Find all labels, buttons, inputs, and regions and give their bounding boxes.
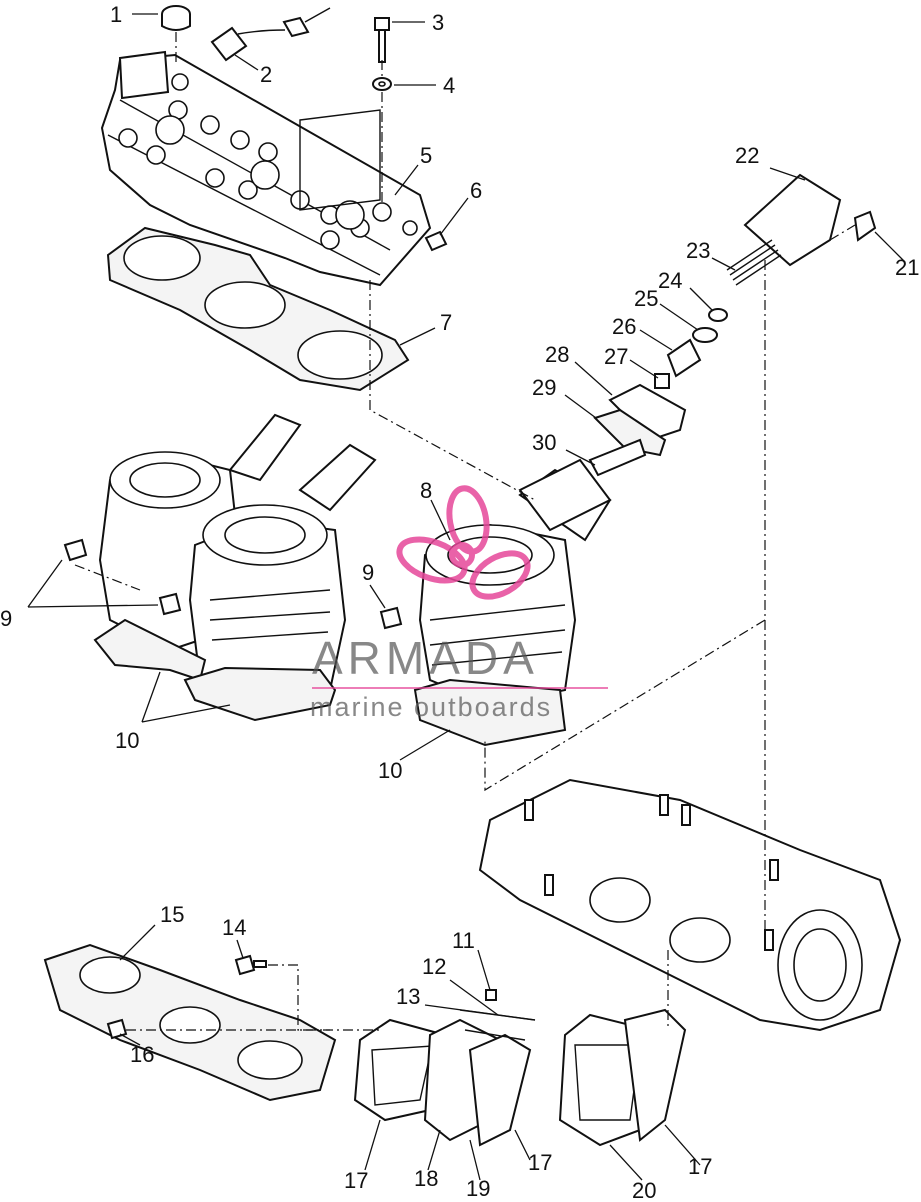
- manifold-bolt: [234, 954, 267, 976]
- callout-21: 21: [895, 255, 919, 280]
- valve-washer-24: [708, 308, 728, 322]
- assembly-lines: [74, 32, 856, 1031]
- cylinder-head: [100, 50, 432, 287]
- watermark-tagline: marine outboards: [310, 692, 552, 722]
- valve-clip: [654, 373, 670, 389]
- callout-25: 25: [634, 286, 658, 311]
- callout-19: 19: [466, 1176, 490, 1201]
- callout-26: 26: [612, 314, 636, 339]
- callout-17-mid: 17: [528, 1150, 552, 1175]
- washer: [372, 77, 392, 91]
- callout-17-left: 17: [344, 1168, 368, 1193]
- head-nut: [424, 230, 448, 252]
- cylinder-block-left: [98, 413, 377, 707]
- crankcase: [478, 778, 902, 1032]
- valve-cover-screw: [853, 210, 877, 242]
- callout-14: 14: [222, 915, 246, 940]
- callout-10-left: 10: [115, 728, 139, 753]
- valve-ring-25: [692, 327, 718, 343]
- head-gasket: [106, 226, 410, 392]
- callout-24: 24: [658, 268, 682, 293]
- temperature-sensor: [171, 7, 331, 91]
- callout-9-right: 9: [362, 560, 374, 585]
- callout-28: 28: [545, 342, 569, 367]
- leader-lines: [27, 13, 906, 1181]
- cylinder-nut-b: [379, 606, 403, 630]
- callout-13: 13: [396, 984, 420, 1009]
- callout-16: 16: [130, 1042, 154, 1067]
- armada-logo-mark: [396, 485, 531, 600]
- callout-29: 29: [532, 375, 556, 400]
- valve-bellows: [666, 338, 702, 378]
- callout-20: 20: [632, 1178, 656, 1202]
- callout-27: 27: [604, 344, 628, 369]
- callout-17-right: 17: [688, 1154, 712, 1179]
- manifold-nut: [106, 1018, 128, 1040]
- callout-10-right: 10: [378, 758, 402, 783]
- callout-12: 12: [422, 954, 446, 979]
- callout-11: 11: [452, 928, 475, 953]
- callout-2: 2: [260, 62, 272, 87]
- cylinder-nut-a: [63, 538, 182, 616]
- callout-30: 30: [532, 430, 556, 455]
- callout-18: 18: [414, 1166, 438, 1191]
- callout-23: 23: [686, 238, 710, 263]
- valve-cover: [743, 173, 842, 267]
- intake-manifold-gasket: [43, 943, 337, 1102]
- head-bolt: [374, 17, 390, 63]
- reed-stop: [468, 1033, 532, 1147]
- valve-gasket: [593, 408, 667, 457]
- reed-valve-right: [558, 1008, 687, 1147]
- valve-spring: [726, 239, 782, 286]
- callout-9-left: 9: [0, 606, 12, 631]
- callout-22: 22: [735, 143, 759, 168]
- callout-8: 8: [420, 478, 432, 503]
- reed-screw: [485, 989, 497, 1001]
- watermark: ARMADA marine outboards: [310, 485, 608, 722]
- plug-cap: [161, 5, 191, 31]
- base-gasket-right: [413, 678, 567, 747]
- callout-15: 15: [160, 902, 184, 927]
- callout-3: 3: [432, 10, 444, 35]
- watermark-brand: ARMADA: [312, 632, 539, 684]
- callout-4: 4: [443, 73, 455, 98]
- callout-5: 5: [420, 143, 432, 168]
- callout-7: 7: [440, 310, 452, 335]
- callout-1: 1: [110, 2, 122, 27]
- callout-6: 6: [470, 178, 482, 203]
- exhaust-valve: [518, 438, 647, 532]
